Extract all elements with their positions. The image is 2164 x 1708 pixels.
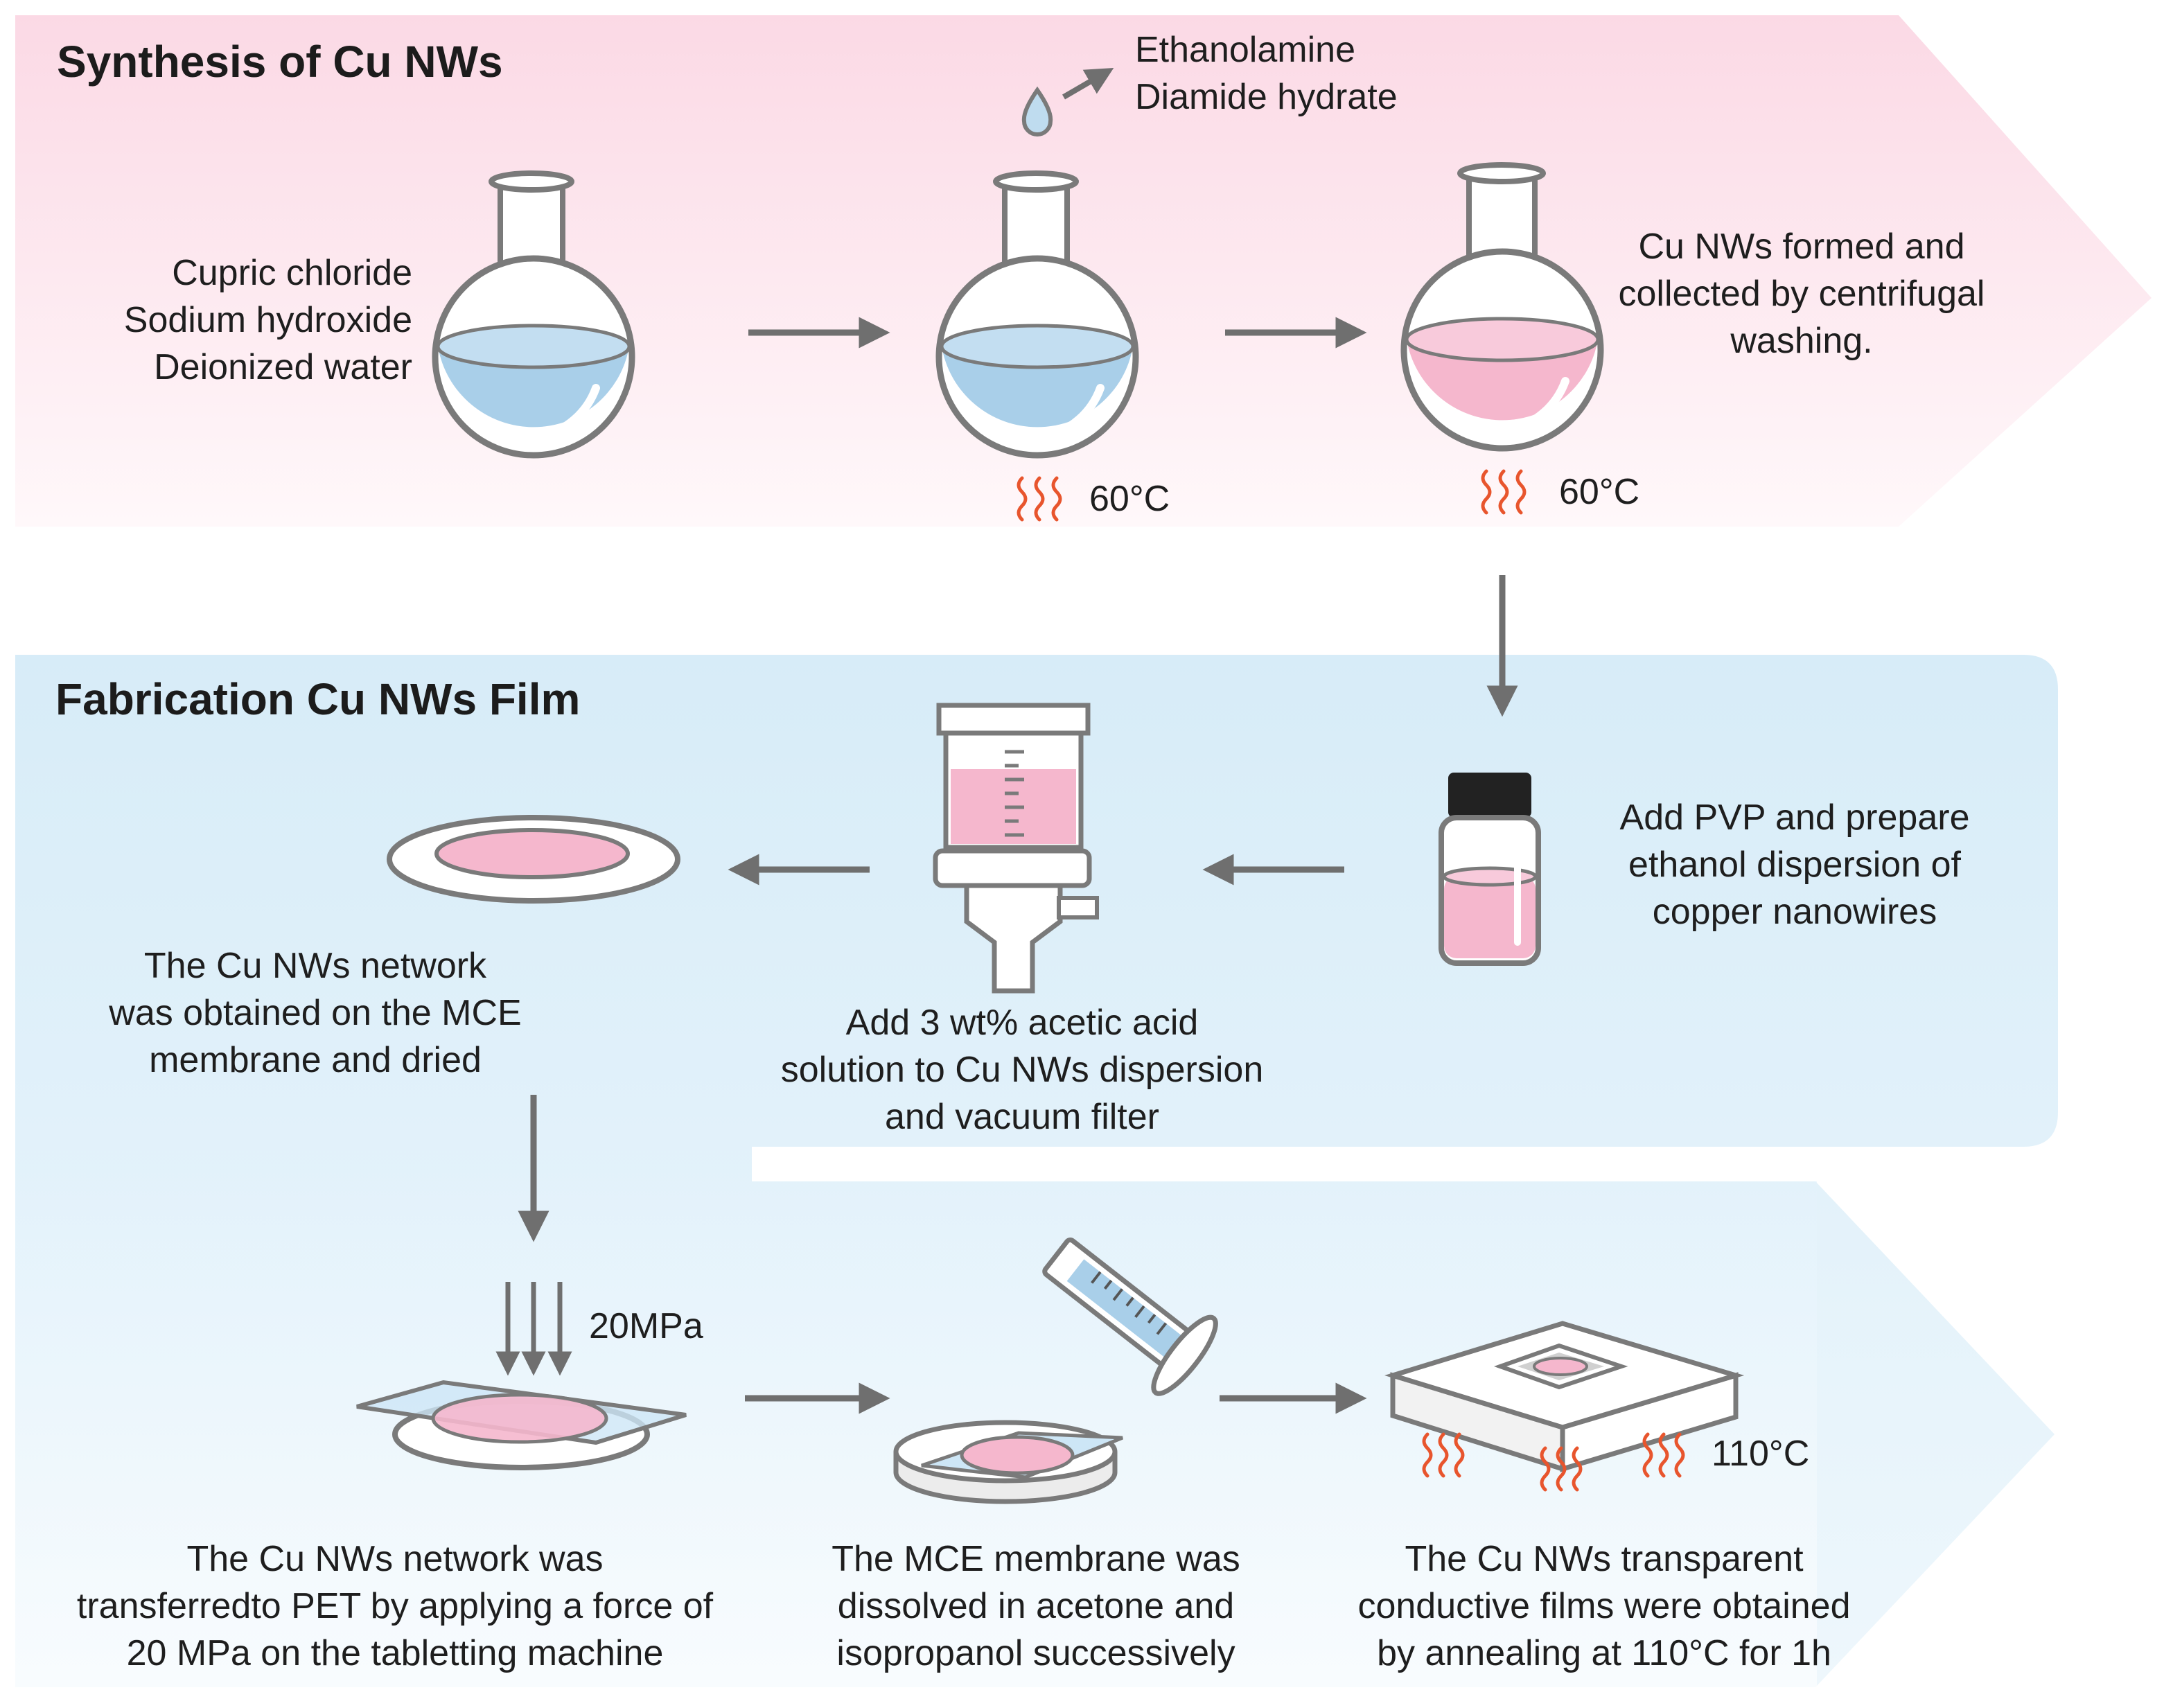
network-step: The Cu NWs network was obtained on the M… bbox=[109, 946, 522, 1080]
temp-label-1: 60°C bbox=[1089, 479, 1170, 519]
transfer-step: The Cu NWs network was transferredto PET… bbox=[76, 1539, 714, 1673]
fabrication-title: Fabrication Cu NWs Film bbox=[55, 674, 581, 724]
flask-1-icon bbox=[432, 170, 635, 459]
filter-step: Add 3 wt% acetic acid solution to Cu NWs… bbox=[780, 1003, 1264, 1137]
anneal-step: The Cu NWs transparent conductive films … bbox=[1357, 1539, 1851, 1673]
petri-dish-icon bbox=[893, 1420, 1123, 1504]
dissolve-step: The MCE membrane was dissolved in aceton… bbox=[832, 1539, 1240, 1673]
anneal-temp-label: 110°C bbox=[1712, 1434, 1810, 1474]
temp-label-2: 60°C bbox=[1559, 472, 1640, 512]
vial-icon bbox=[1439, 773, 1541, 966]
pvp-step: Add PVP and prepare ethanol dispersion o… bbox=[1619, 798, 1970, 932]
vacuum-filter-icon bbox=[933, 703, 1099, 994]
reagent-arrow bbox=[1062, 67, 1114, 100]
syringe-icon bbox=[1042, 1238, 1218, 1396]
membrane-plate-icon bbox=[387, 815, 680, 904]
added-reagents: Ethanolamine Diamide hydrate bbox=[1135, 30, 1398, 117]
heat-icon-1 bbox=[1017, 476, 1062, 522]
heat-icon-3 bbox=[1422, 1432, 1685, 1492]
pressure-arrows bbox=[495, 1282, 572, 1376]
flask-2-icon bbox=[935, 170, 1139, 459]
pet-transfer-icon bbox=[356, 1380, 687, 1470]
droplet-icon bbox=[1021, 86, 1053, 137]
heat-icon-2 bbox=[1481, 469, 1527, 515]
formed-note: Cu NWs formed and collected by centrifug… bbox=[1618, 227, 1985, 361]
reagents-list: Cupric chloride Sodium hydroxide Deioniz… bbox=[123, 253, 412, 387]
synthesis-title: Synthesis of Cu NWs bbox=[57, 37, 503, 87]
hot-plate-icon bbox=[1384, 1321, 1745, 1472]
pressure-label: 20MPa bbox=[589, 1306, 703, 1346]
flask-3-icon bbox=[1400, 162, 1604, 452]
